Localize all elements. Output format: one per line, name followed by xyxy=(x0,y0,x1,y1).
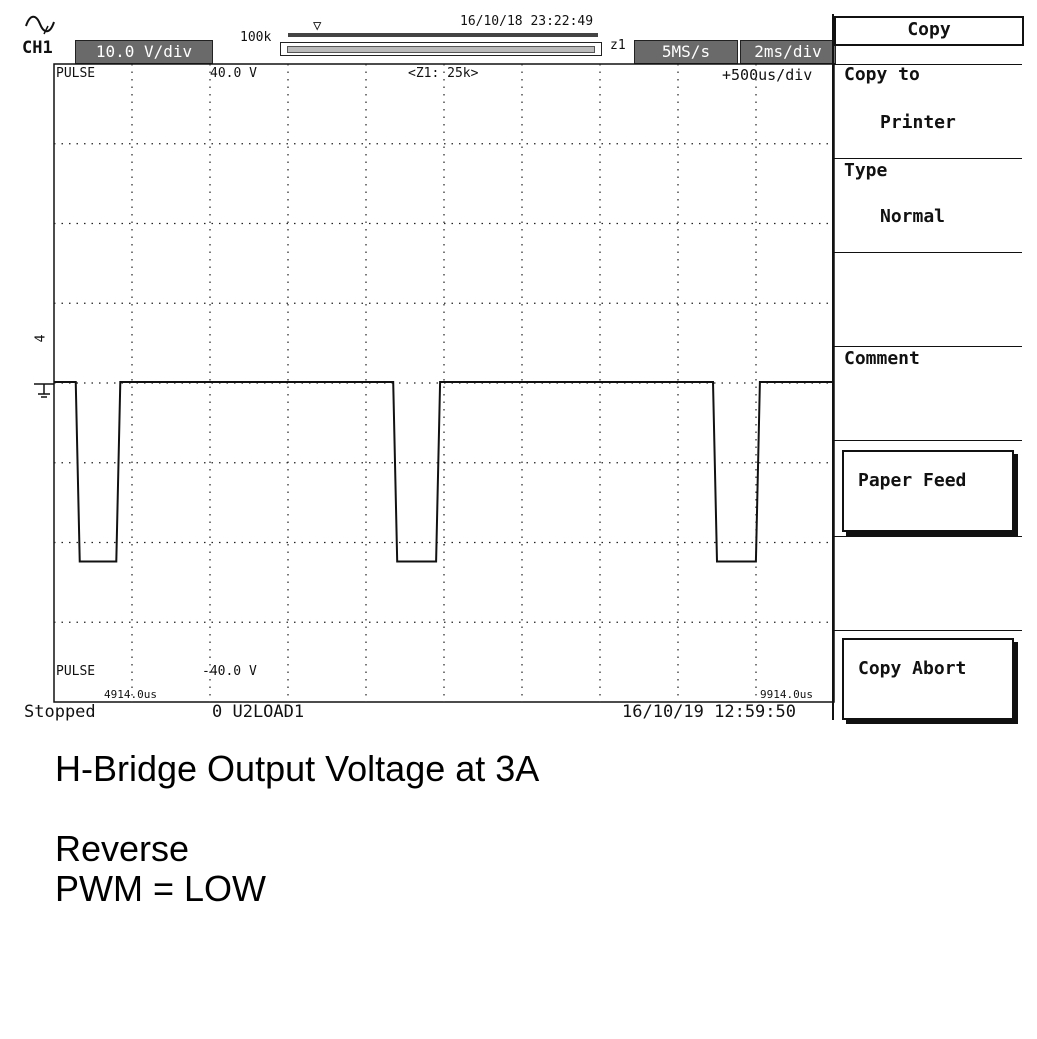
status-datetime: 16/10/19 12:59:50 xyxy=(622,702,796,722)
menu-title: Copy xyxy=(834,16,1024,46)
copy-to-label[interactable]: Copy to xyxy=(844,64,920,85)
copy-abort-label: Copy Abort xyxy=(858,658,967,679)
paper-feed-label: Paper Feed xyxy=(858,470,967,491)
time-end: 9914.0us xyxy=(760,688,813,701)
lower-scale-value: -40.0 V xyxy=(202,664,257,679)
volts-per-div-indicator[interactable]: 10.0 V/div xyxy=(75,40,213,64)
type-label[interactable]: Type xyxy=(844,160,888,181)
menu-separator xyxy=(834,252,1022,253)
comment-label[interactable]: Comment xyxy=(844,348,920,369)
upper-scale-value: 40.0 V xyxy=(210,66,257,81)
menu-separator xyxy=(834,158,1022,159)
ac-coupling-wave-icon xyxy=(25,15,55,35)
time-per-div-indicator[interactable]: 2ms/div xyxy=(740,40,836,64)
acquisition-status: Stopped xyxy=(24,702,96,722)
menu-separator xyxy=(834,64,1022,65)
lower-trace-label: PULSE xyxy=(56,664,96,679)
menu-separator xyxy=(834,536,1022,537)
ch1-waveform-trace xyxy=(54,381,834,563)
menu-separator xyxy=(834,440,1022,441)
screen-border xyxy=(53,63,835,703)
zoom-factor: z1 xyxy=(610,38,626,53)
menu-separator xyxy=(834,346,1022,347)
zoom-window-indicator xyxy=(288,33,598,37)
record-length: 100k xyxy=(240,30,272,45)
trigger-level-marker: 4 xyxy=(33,334,49,343)
zoom-info: <Z1: 25k> xyxy=(408,66,479,81)
ground-marker-icon xyxy=(34,383,54,398)
caption-pwm: PWM = LOW xyxy=(55,868,267,909)
channel-label: CH1 xyxy=(22,38,53,58)
type-value[interactable]: Normal xyxy=(880,206,946,227)
caption-direction: Reverse xyxy=(55,828,190,869)
zoom-time-per-div: +500us/div xyxy=(722,66,813,84)
acquisition-timestamp: 16/10/18 23:22:49 xyxy=(460,14,594,29)
menu-separator xyxy=(834,630,1022,631)
copy-abort-button[interactable]: Copy Abort xyxy=(842,638,1014,720)
time-start: 4914.0us xyxy=(104,688,157,701)
graticule-grid xyxy=(53,63,835,703)
upper-trace-label: PULSE xyxy=(56,66,96,81)
file-name: 0 U2LOAD1 xyxy=(212,702,305,722)
copy-softkey-menu: Copy Copy to Printer Type Normal Comment… xyxy=(834,14,1024,720)
record-position-bar[interactable] xyxy=(280,42,602,56)
caption-title: H-Bridge Output Voltage at 3A xyxy=(55,748,540,789)
copy-to-value[interactable]: Printer xyxy=(880,112,956,133)
sample-rate-indicator[interactable]: 5MS/s xyxy=(634,40,738,64)
paper-feed-button[interactable]: Paper Feed xyxy=(842,450,1014,532)
trigger-position-marker-icon: ▽ xyxy=(313,18,322,34)
menu-divider xyxy=(832,14,834,720)
